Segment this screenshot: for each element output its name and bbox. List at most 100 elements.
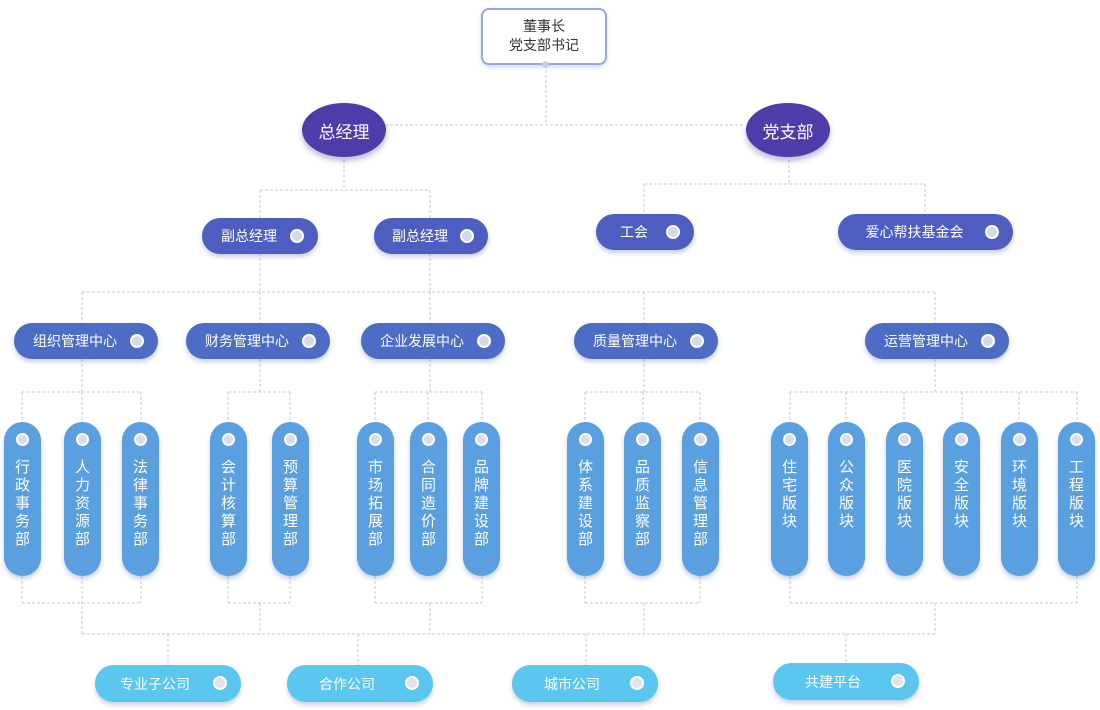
professional-subsidiary-node[interactable]: 专业子公司 bbox=[95, 665, 241, 702]
department-node[interactable]: 公众版块 bbox=[828, 422, 865, 576]
department-label: 行政事务部 bbox=[14, 458, 30, 548]
dot-icon bbox=[222, 433, 235, 446]
party-branch-label: 党支部 bbox=[762, 122, 814, 143]
deputy-gm-node[interactable]: 副总经理 bbox=[202, 218, 318, 254]
department-node[interactable]: 安全版块 bbox=[943, 422, 980, 576]
charity-fund-node[interactable]: 爱心帮扶基金会 bbox=[838, 214, 1013, 250]
dot-icon bbox=[666, 225, 680, 239]
department-node[interactable]: 品质监察部 bbox=[624, 422, 661, 576]
department-node[interactable]: 法律事务部 bbox=[122, 422, 159, 576]
department-node[interactable]: 行政事务部 bbox=[4, 422, 41, 576]
chairman-node[interactable]: 董事长 党支部书记 bbox=[481, 8, 607, 68]
org-center-node[interactable]: 组织管理中心 bbox=[14, 323, 158, 359]
connector bbox=[82, 253, 935, 293]
department-label: 医院版块 bbox=[896, 458, 912, 530]
department-label: 会计核算部 bbox=[220, 458, 236, 548]
dot-icon bbox=[783, 433, 796, 446]
department-label: 预算管理部 bbox=[282, 458, 298, 548]
department-label: 住宅版块 bbox=[781, 458, 797, 530]
union-label: 工会 bbox=[620, 225, 648, 241]
party-secretary-title: 党支部书记 bbox=[509, 37, 579, 54]
department-label: 公众版块 bbox=[838, 458, 854, 530]
dot-icon bbox=[690, 334, 704, 348]
dot-icon bbox=[898, 433, 911, 446]
enterprise-center-node[interactable]: 企业发展中心 bbox=[361, 323, 505, 359]
center-label: 质量管理中心 bbox=[593, 334, 677, 350]
center-label: 运营管理中心 bbox=[884, 334, 968, 350]
dot-icon bbox=[985, 225, 999, 239]
connector bbox=[21, 359, 142, 424]
department-label: 体系建设部 bbox=[577, 458, 593, 548]
center-label: 企业发展中心 bbox=[380, 334, 464, 350]
connector bbox=[227, 359, 291, 424]
dot-icon bbox=[130, 334, 144, 348]
dot-icon bbox=[636, 433, 649, 446]
dot-icon bbox=[369, 433, 382, 446]
bottom-label: 共建平台 bbox=[805, 674, 861, 691]
center-label: 组织管理中心 bbox=[33, 334, 117, 350]
department-node[interactable]: 人力资源部 bbox=[64, 422, 101, 576]
connector bbox=[789, 359, 1078, 424]
department-label: 人力资源部 bbox=[74, 458, 90, 548]
city-company-node[interactable]: 城市公司 bbox=[512, 665, 658, 702]
dot-icon bbox=[405, 676, 419, 690]
center-label: 财务管理中心 bbox=[205, 334, 289, 350]
dot-icon bbox=[477, 334, 491, 348]
department-label: 法律事务部 bbox=[132, 458, 148, 548]
department-node[interactable]: 医院版块 bbox=[886, 422, 923, 576]
bottom-label: 专业子公司 bbox=[120, 676, 190, 693]
dot-icon bbox=[422, 433, 435, 446]
chairman-title: 董事长 bbox=[523, 18, 565, 35]
department-node[interactable]: 环境版块 bbox=[1001, 422, 1038, 576]
quality-center-node[interactable]: 质量管理中心 bbox=[574, 323, 718, 359]
department-node[interactable]: 合同造价部 bbox=[410, 422, 447, 576]
connector bbox=[789, 576, 1078, 634]
department-node[interactable]: 信息管理部 bbox=[682, 422, 719, 576]
dot-icon bbox=[475, 433, 488, 446]
dot-icon bbox=[284, 433, 297, 446]
dot-icon bbox=[1070, 433, 1083, 446]
dot-icon bbox=[579, 433, 592, 446]
connector bbox=[21, 576, 142, 634]
dot-icon bbox=[460, 229, 474, 243]
deputy-gm-label: 副总经理 bbox=[221, 229, 277, 245]
union-node[interactable]: 工会 bbox=[596, 214, 694, 250]
dot-icon bbox=[891, 674, 905, 688]
department-label: 合同造价部 bbox=[420, 458, 436, 548]
department-node[interactable]: 会计核算部 bbox=[210, 422, 247, 576]
department-label: 工程版块 bbox=[1068, 458, 1084, 530]
deputy-gm-node[interactable]: 副总经理 bbox=[374, 218, 488, 254]
department-node[interactable]: 住宅版块 bbox=[771, 422, 808, 576]
finance-center-node[interactable]: 财务管理中心 bbox=[186, 323, 330, 359]
operations-center-node[interactable]: 运营管理中心 bbox=[865, 323, 1009, 359]
cooperative-company-node[interactable]: 合作公司 bbox=[287, 665, 433, 702]
dot-icon bbox=[630, 676, 644, 690]
department-label: 品牌建设部 bbox=[473, 458, 489, 548]
co-construction-platform-node[interactable]: 共建平台 bbox=[773, 663, 919, 700]
deputy-gm-label: 副总经理 bbox=[392, 229, 448, 245]
department-node[interactable]: 工程版块 bbox=[1058, 422, 1095, 576]
charity-fund-label: 爱心帮扶基金会 bbox=[865, 225, 964, 241]
general-manager-label: 总经理 bbox=[318, 122, 370, 143]
department-label: 信息管理部 bbox=[692, 458, 708, 548]
dot-icon bbox=[955, 433, 968, 446]
department-node[interactable]: 预算管理部 bbox=[272, 422, 309, 576]
connector bbox=[82, 633, 935, 666]
dot-icon bbox=[213, 676, 227, 690]
department-node[interactable]: 体系建设部 bbox=[567, 422, 604, 576]
department-label: 市场拓展部 bbox=[367, 458, 383, 548]
dot-icon bbox=[981, 334, 995, 348]
party-branch-node[interactable]: 党支部 bbox=[746, 103, 830, 157]
connector bbox=[374, 359, 483, 424]
dot-icon bbox=[76, 433, 89, 446]
dot-icon bbox=[840, 433, 853, 446]
department-node[interactable]: 市场拓展部 bbox=[357, 422, 394, 576]
department-node[interactable]: 品牌建设部 bbox=[463, 422, 500, 576]
connector bbox=[227, 576, 291, 634]
connector-dot-icon bbox=[542, 61, 549, 68]
connector bbox=[385, 70, 745, 126]
general-manager-node[interactable]: 总经理 bbox=[302, 103, 386, 157]
connector bbox=[584, 576, 701, 634]
